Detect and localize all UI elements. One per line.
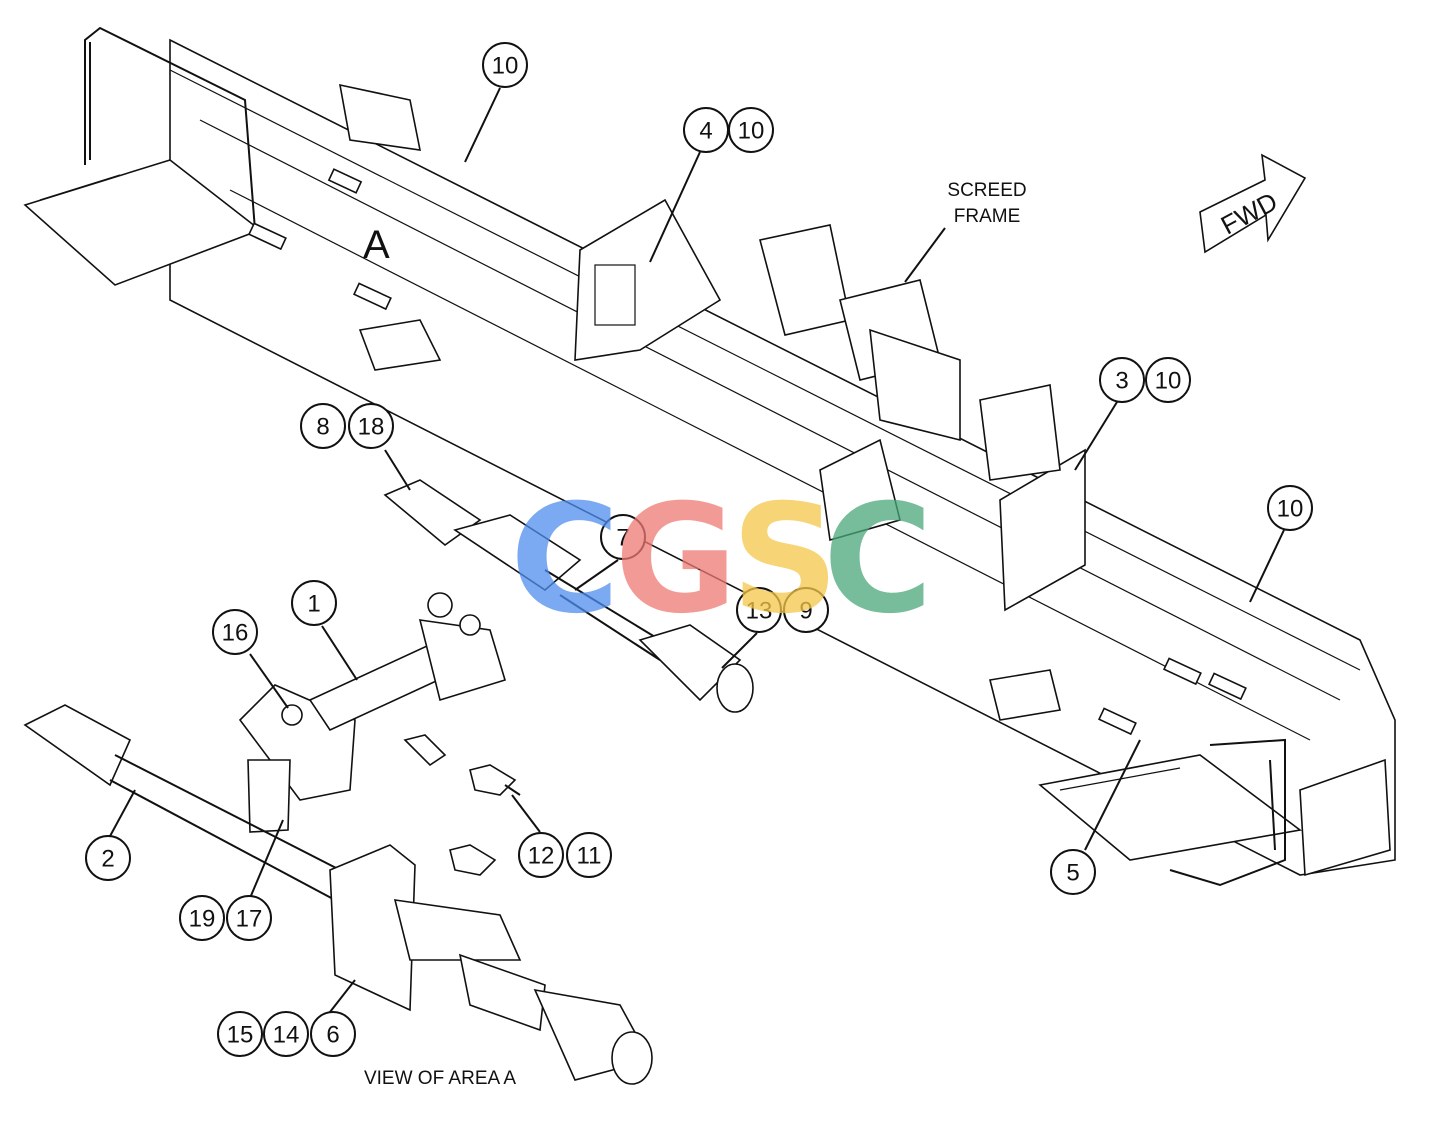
callout-circle — [212, 609, 258, 655]
screed-label-line2: FRAME — [954, 206, 1021, 227]
callout-circle — [1099, 357, 1145, 403]
forward-arrow-icon: FWD — [1199, 153, 1307, 254]
callout-number: 15 — [227, 1022, 254, 1049]
screed-frame-assembly — [23, 26, 1396, 887]
watermark-letter: C — [823, 473, 933, 647]
view-caption: VIEW OF AREA A — [364, 1068, 516, 1089]
callout-labels: 10 4 10 3 10 10 8 18 7 13 9 1 16 2 19 17 12 11 5 15 14 6 — [85, 42, 1313, 1057]
callout-number: 7 — [616, 525, 629, 552]
callout-number: 14 — [273, 1022, 300, 1049]
callout-circle — [1050, 849, 1096, 895]
callout-number: 3 — [1115, 368, 1128, 395]
callout-number: 13 — [746, 598, 773, 625]
callout-circle — [217, 1011, 263, 1057]
watermark-letter: C — [510, 473, 620, 647]
callout-number: 1 — [307, 591, 320, 618]
callout-number: 4 — [699, 118, 712, 145]
callout-number: 5 — [1066, 860, 1079, 887]
drive-shaft-lower — [23, 704, 653, 1085]
callout-number: 11 — [577, 843, 602, 870]
screed-label-line1: SCREED — [947, 180, 1026, 201]
callout-number: 10 — [1277, 496, 1304, 523]
callout-circle — [736, 587, 782, 633]
callout-circle — [300, 403, 346, 449]
bolts — [403, 734, 521, 876]
watermark-letter: S — [731, 473, 839, 647]
callout-circle — [783, 587, 829, 633]
callout-circle — [348, 403, 394, 449]
callout-circle — [291, 580, 337, 626]
callout-number: 16 — [222, 620, 249, 647]
callout-circle — [226, 895, 272, 941]
callout-circle — [518, 832, 564, 878]
leader-lines — [108, 87, 1285, 1013]
watermark-letter: G — [614, 473, 737, 647]
callout-number: 10 — [492, 53, 519, 80]
callout-circle — [600, 514, 646, 560]
callout-circle — [263, 1011, 309, 1057]
callout-number: 18 — [358, 414, 385, 441]
callout-circle — [1267, 485, 1313, 531]
drive-shaft-upper — [383, 479, 754, 713]
callout-circle — [566, 832, 612, 878]
callout-number: 10 — [738, 118, 765, 145]
callout-number: 6 — [326, 1022, 339, 1049]
callout-number: 2 — [101, 846, 114, 873]
callout-number: 12 — [528, 843, 555, 870]
callout-number: 8 — [316, 414, 329, 441]
callout-number: 17 — [236, 906, 263, 933]
area-marker: A — [363, 223, 390, 267]
callout-circle — [85, 835, 131, 881]
callout-circle — [482, 42, 528, 88]
callout-number: 10 — [1155, 368, 1182, 395]
callout-circle — [310, 1011, 356, 1057]
support-bracket — [238, 592, 506, 833]
callout-circle — [728, 107, 774, 153]
callout-number: 19 — [189, 906, 216, 933]
callout-circle — [1145, 357, 1191, 403]
callout-circle — [179, 895, 225, 941]
callout-number: 9 — [799, 598, 812, 625]
